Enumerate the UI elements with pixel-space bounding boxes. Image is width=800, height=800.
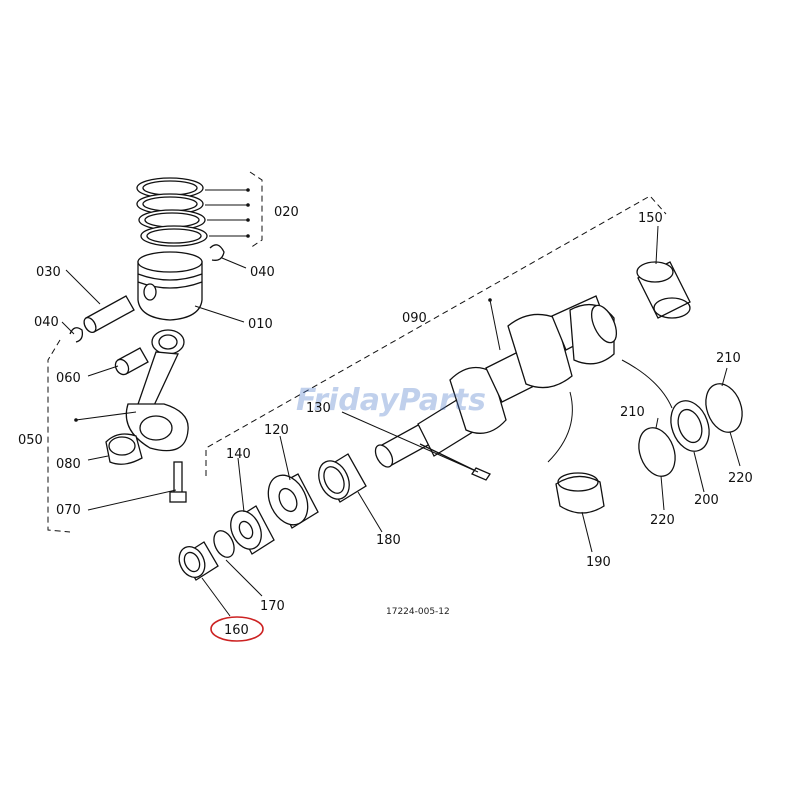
label-060: 060 (56, 371, 81, 386)
label-190: 190 (586, 555, 611, 570)
label-200: 200 (694, 493, 719, 508)
watermark-text: FridayParts (296, 383, 486, 418)
label-120: 120 (264, 423, 289, 438)
piston-rings (136, 177, 208, 247)
label-170: 170 (260, 599, 285, 614)
crankshaft (374, 295, 618, 468)
main-bearing-case (670, 400, 710, 452)
timing-gear (230, 505, 275, 555)
label-040-top: 040 (250, 265, 275, 280)
label-220-right: 220 (728, 471, 753, 486)
label-140: 140 (226, 447, 251, 462)
retaining-clip-top (209, 244, 225, 261)
rod-bearing (105, 433, 143, 465)
crankshaft-collar (178, 541, 219, 581)
label-050: 050 (18, 433, 43, 448)
ring-set-bracket (249, 171, 263, 249)
crankshaft-bearing (555, 472, 605, 514)
label-070: 070 (56, 503, 81, 518)
label-080: 080 (56, 457, 81, 472)
highlight-circle-160 (210, 616, 264, 642)
piston-pin (83, 295, 135, 334)
leader-lines (61, 189, 741, 617)
connecting-rod (125, 329, 189, 452)
part-labels: 020 040 030 010 040 060 050 080 070 090 … (18, 205, 753, 638)
o-ring (213, 530, 235, 558)
crankshaft-bushing (636, 261, 691, 319)
label-010: 010 (248, 317, 273, 332)
label-090: 090 (402, 311, 427, 326)
thrust-washer-right (705, 383, 743, 433)
label-020: 020 (274, 205, 299, 220)
label-030: 030 (36, 265, 61, 280)
label-040-left: 040 (34, 315, 59, 330)
small-end-bushing (114, 347, 149, 376)
label-210-left: 210 (620, 405, 645, 420)
label-130: 130 (306, 401, 331, 416)
thrust-washer-left (638, 427, 676, 477)
label-210-right: 210 (716, 351, 741, 366)
leader-dots (74, 188, 492, 422)
piston (137, 251, 203, 321)
rod-bolt (169, 461, 187, 503)
drawing-code: 17224-005-12 (386, 607, 450, 617)
main-bearing-front (318, 453, 367, 503)
retaining-clip-left (69, 327, 84, 343)
label-160: 160 (224, 623, 249, 638)
label-220-left: 220 (650, 513, 675, 528)
label-180: 180 (376, 533, 401, 548)
crankshaft-bracket (205, 195, 667, 476)
connecting-rod-bracket (47, 339, 71, 533)
label-150: 150 (638, 211, 663, 226)
